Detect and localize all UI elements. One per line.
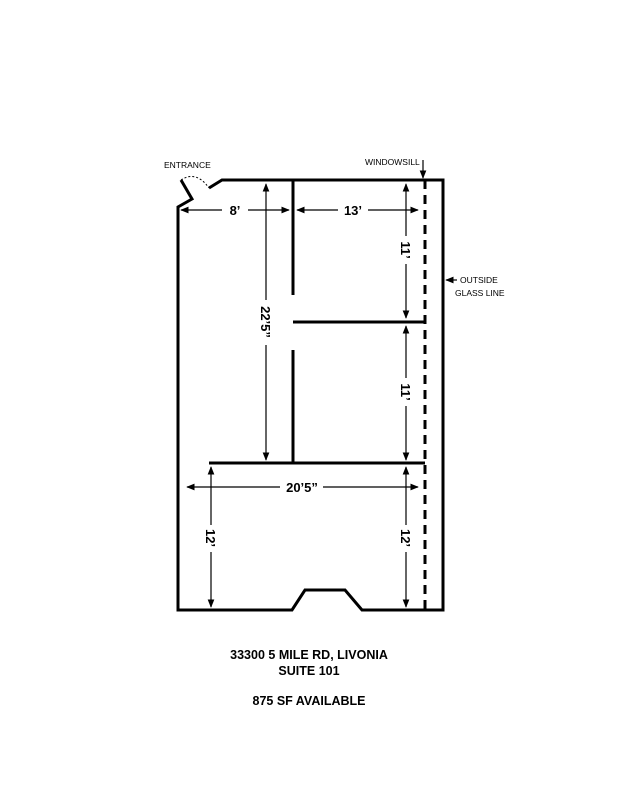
dim-front-right-width: 13’ xyxy=(344,203,362,218)
dim-rear-right-depth: 12’ xyxy=(398,529,413,547)
suite-caption: SUITE 101 xyxy=(278,664,340,678)
availability-caption: 875 SF AVAILABLE xyxy=(252,694,366,708)
dim-office-1-depth: 11’ xyxy=(398,241,413,258)
address-caption: 33300 5 MILE RD, LIVONIA xyxy=(230,648,388,662)
entrance-label: ENTRANCE xyxy=(164,160,211,170)
door-swing-arc xyxy=(180,175,210,189)
outside-glass-line-label-1: OUTSIDE xyxy=(460,275,498,285)
dim-office-2-depth: 11’ xyxy=(398,383,413,400)
dim-rear-left-depth: 12’ xyxy=(203,529,218,547)
dim-rear-width: 20’5” xyxy=(286,480,318,495)
windowsill-label: WINDOWSILL xyxy=(365,157,420,167)
dim-left-depth: 22’5” xyxy=(258,306,273,338)
dim-front-left-width: 8’ xyxy=(230,203,241,218)
outer-wall xyxy=(176,178,445,612)
outside-glass-line-label-2: GLASS LINE xyxy=(455,288,505,298)
